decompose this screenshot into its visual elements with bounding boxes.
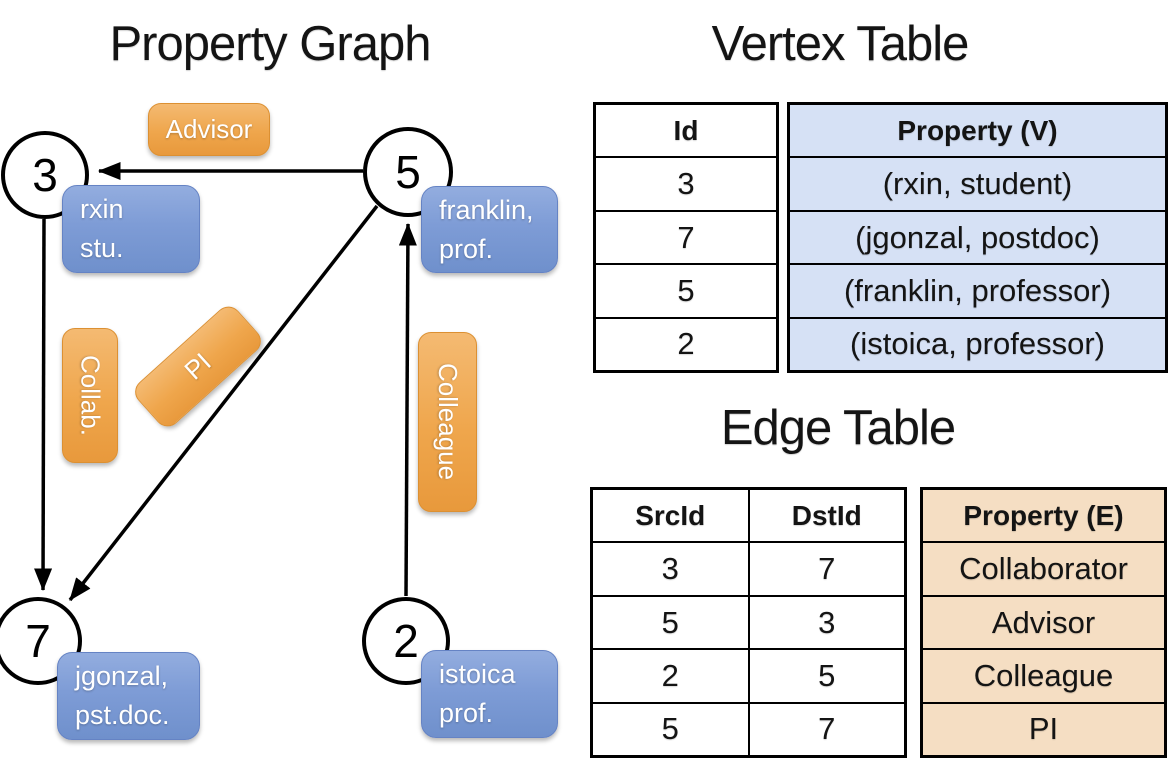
vertex-prop-line: pst.doc.: [75, 700, 170, 730]
edge-5-to-7: [68, 204, 379, 602]
vertex-property-box-jgonzal: jgonzal, pst.doc.: [57, 652, 200, 740]
vertex-table-property-header: Property (V): [790, 105, 1165, 157]
edge-table-dst-cell: 5: [747, 650, 905, 702]
edge-3-to-7: [33, 218, 53, 592]
vertex-table-id-cell: 7: [677, 219, 695, 255]
edge-table-property-header: Property (E): [923, 490, 1164, 542]
edge-table-src-cell: 3: [661, 551, 679, 587]
edge-table-src-cell: 2: [661, 657, 679, 693]
vertex-prop-line: stu.: [80, 233, 124, 263]
graph-edge-layer: [33, 161, 417, 602]
edge-label-colleague: Colleague: [418, 332, 477, 512]
edge-table-dst-cell: 3: [747, 596, 905, 649]
vertex-table-id-cell: 5: [677, 272, 695, 308]
edge-table-dstid-header: DstId: [747, 490, 905, 542]
edge-table-property-cell: Colleague: [923, 650, 1164, 702]
vertex-table-property-cell: (istoica, professor): [790, 318, 1165, 371]
edge-label-collab: Collab.: [62, 328, 118, 463]
edge-table-id-columns: SrcId DstId 3 7 5 3 2 5 5 7: [590, 487, 907, 758]
edge-label-text: Collab.: [75, 355, 106, 436]
node-5-label: 5: [395, 146, 421, 198]
edge-table-property-cell: Advisor: [923, 596, 1164, 649]
edge-table-dst-cell: 7: [747, 543, 905, 595]
edge-label-text: Colleague: [433, 363, 463, 481]
vertex-prop-line: istoica: [439, 659, 516, 689]
node-7-label: 7: [25, 615, 51, 667]
vertex-property-box-istoica: istoica prof.: [421, 650, 558, 738]
vertex-prop-line: jgonzal,: [75, 661, 169, 691]
vertex-property-box-rxin: rxin stu.: [62, 185, 200, 273]
vertex-table-property-cell: (rxin, student): [790, 158, 1165, 210]
vertex-prop-line: rxin: [80, 194, 124, 224]
vertex-table-property-column: Property (V) (rxin, student) (jgonzal, p…: [787, 102, 1168, 373]
vertex-property-box-franklin: franklin, prof.: [421, 186, 558, 273]
edge-table-srcid-header: SrcId: [635, 499, 706, 531]
property-graph-title: Property Graph: [109, 17, 432, 71]
edge-table-src-cell: 5: [661, 711, 679, 747]
graph-node-5: 5: [363, 127, 453, 217]
edge-table-property-cell: PI: [923, 703, 1164, 756]
vertex-prop-line: franklin,: [439, 194, 534, 225]
vertex-table-id-column: Id 3 7 5 2: [593, 102, 779, 373]
edge-label-advisor: Advisor: [148, 103, 270, 156]
node-3-label: 3: [32, 149, 58, 201]
edge-2-to-5: [398, 222, 417, 597]
edge-label-text: PI: [178, 346, 217, 386]
vertex-prop-line: prof.: [439, 233, 494, 264]
node-2-label: 2: [393, 615, 419, 667]
edge-table-property-cell: Collaborator: [923, 543, 1164, 595]
vertex-table-title: Vertex Table: [711, 17, 970, 71]
vertex-table-id-cell: 2: [677, 326, 695, 362]
edge-label-text: Advisor: [165, 114, 253, 144]
graph-node-2: 2: [362, 597, 450, 685]
vertex-prop-line: prof.: [439, 698, 494, 728]
vertex-table-property-cell: (jgonzal, postdoc): [790, 211, 1165, 264]
edge-table-src-cell: 5: [661, 604, 679, 640]
edge-table-property-column: Property (E) Collaborator Advisor Collea…: [920, 487, 1167, 758]
vertex-table-property-cell: (franklin, professor): [790, 265, 1165, 317]
vertex-table-id-cell: 3: [677, 166, 695, 202]
edge-table-title: Edge Table: [720, 401, 956, 455]
vertex-table-id-header: Id: [673, 114, 699, 146]
edge-table-dst-cell: 7: [747, 703, 905, 756]
